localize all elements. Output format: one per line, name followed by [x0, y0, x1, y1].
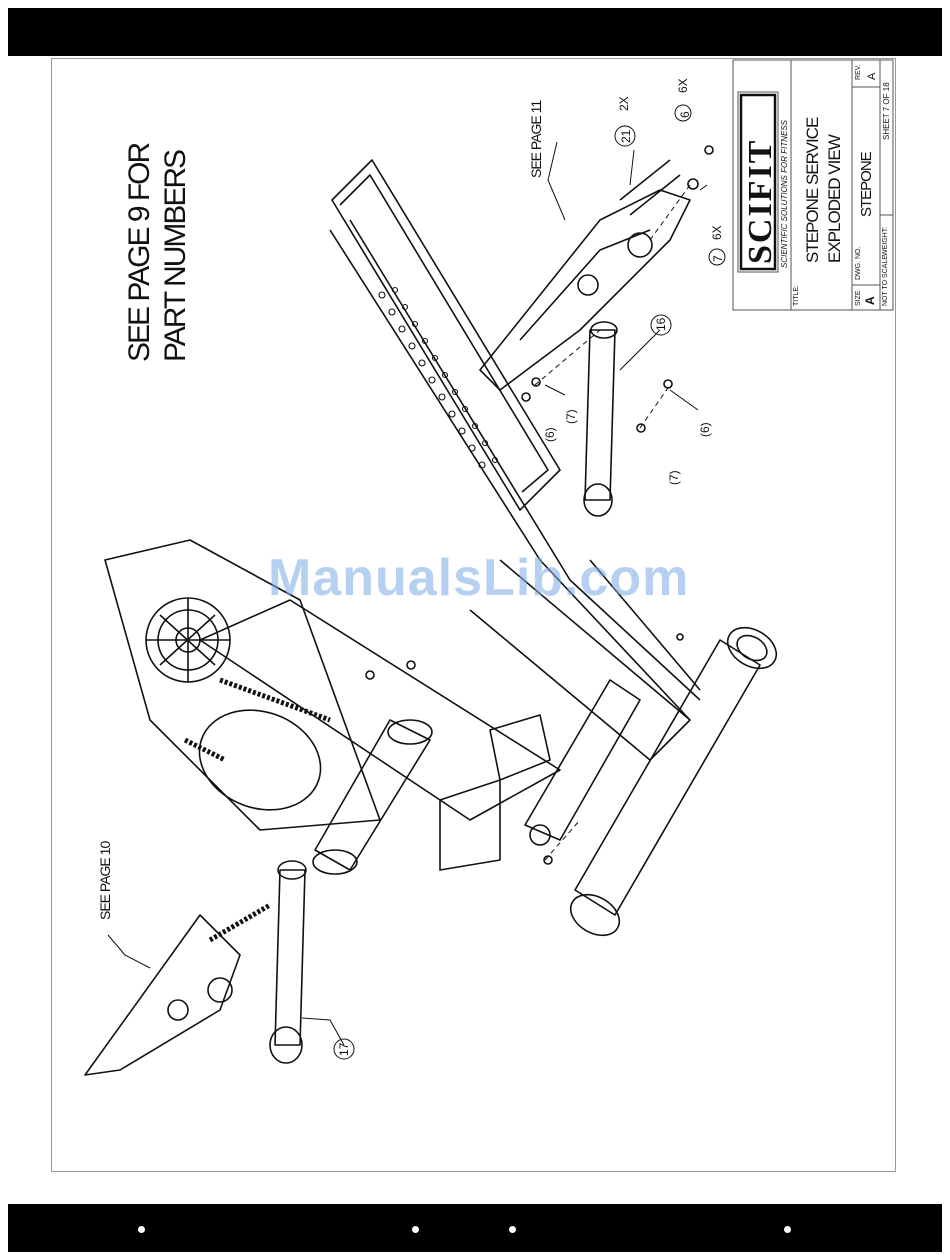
scifit-logo: SCIFIT	[742, 139, 780, 264]
rear-stabilizer	[575, 640, 760, 915]
see-page-11: SEE PAGE 11	[528, 101, 544, 178]
callout-6: 6	[678, 111, 692, 118]
callout-21-qty: 2X	[617, 96, 631, 111]
flywheel	[185, 694, 334, 827]
rail-holes	[379, 288, 498, 469]
center-post	[315, 720, 430, 870]
callout-paren-7b: (7)	[667, 470, 681, 485]
drawing-title: STEPONE SERVICE EXPLODED VIEW	[802, 118, 846, 263]
see-page-10: SEE PAGE 10	[97, 842, 113, 920]
link-bar-16	[585, 330, 615, 500]
drawing-title-line-2: EXPLODED VIEW	[824, 118, 846, 263]
note-line-1: SEE PAGE 9 FOR	[122, 144, 158, 362]
callout-6-qty: 6X	[676, 78, 690, 93]
logo-tagline: SCIENTIFIC SOLUTIONS FOR FITNESS	[780, 120, 789, 268]
note-line-2: PART NUMBERS	[158, 144, 194, 362]
rev-label: REV.	[855, 64, 862, 80]
pedal-arm-right	[480, 190, 690, 390]
callout-paren-7a: (7)	[564, 409, 578, 424]
callout-7: 7	[711, 255, 725, 262]
size-value: A	[863, 296, 877, 305]
drawing-title-line-1: STEPONE SERVICE	[802, 118, 824, 263]
scale-note: NOT TO SCALE	[882, 255, 889, 306]
dwg-no-label: DWG. NO.	[855, 247, 862, 280]
pedal-arm-left	[85, 915, 240, 1075]
callout-7-qty: 6X	[710, 225, 724, 240]
dwg-no-value: STEPONE	[858, 152, 875, 217]
callout-paren-6b: (6)	[698, 422, 712, 437]
rev-value: A	[866, 73, 878, 80]
callout-paren-6a: (6)	[543, 427, 557, 442]
callout-16: 16	[654, 318, 668, 331]
sheet-number: SHEET 7 OF 18	[882, 82, 891, 140]
main-rail	[332, 160, 560, 510]
part-number-note: SEE PAGE 9 FOR PART NUMBERS	[122, 144, 194, 362]
link-bar-17	[275, 870, 305, 1045]
weight-label: WEIGHT:	[882, 227, 889, 256]
watermark: ManualsLib.com	[268, 548, 689, 608]
size-label: SIZE	[855, 290, 862, 306]
title-label: TITLE:	[793, 285, 800, 306]
callout-17: 17	[337, 1043, 351, 1056]
callout-21: 21	[619, 130, 633, 143]
